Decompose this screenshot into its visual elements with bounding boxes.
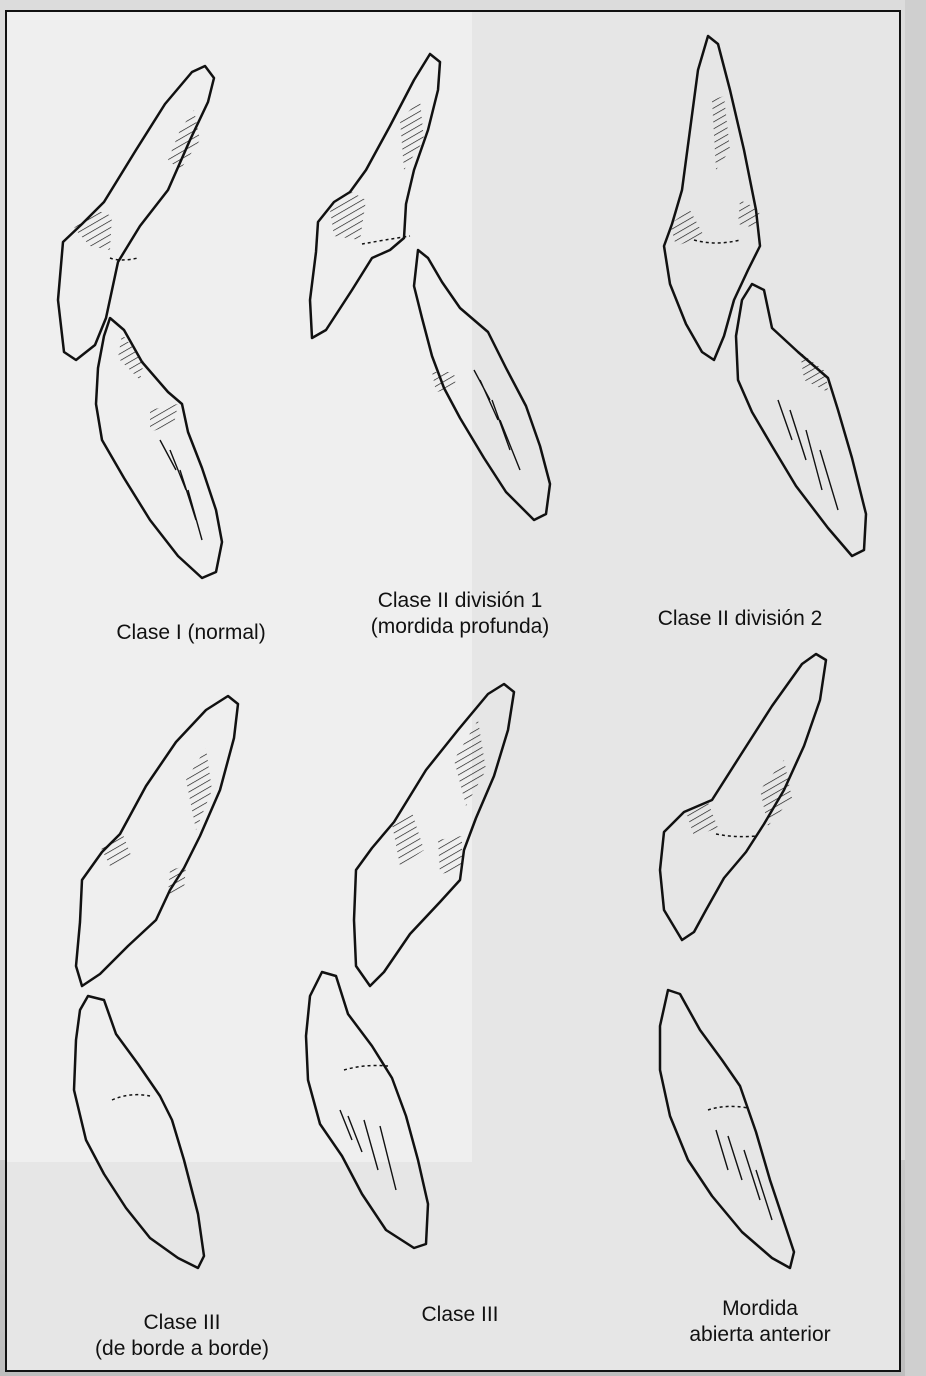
- upper-incisor-clase-iii: [354, 684, 514, 986]
- caption-mordida-abierta: Mordida abierta anterior: [660, 1296, 860, 1348]
- clase-iii-borde-drawing: [74, 696, 238, 1268]
- caption-clase-iii-borde: Clase III (de borde a borde): [72, 1310, 292, 1362]
- clase-i-drawing: [58, 66, 222, 578]
- clase-iii-drawing: [306, 684, 514, 1248]
- lower-incisor-mordida-abierta: [660, 990, 794, 1268]
- lower-incisor-clase-ii-div2: [736, 284, 866, 556]
- upper-incisor-clase-ii-div2: [664, 36, 760, 360]
- clase-ii-div2-drawing: [664, 36, 866, 556]
- upper-incisor-mordida-abierta: [660, 654, 826, 940]
- upper-incisor-clase-ii-div1: [310, 54, 440, 338]
- lower-incisor-clase-iii-borde: [74, 996, 204, 1268]
- caption-clase-ii-div1: Clase II división 1 (mordida profunda): [340, 588, 580, 640]
- clase-ii-div1-drawing: [310, 54, 550, 520]
- lower-incisor-clase-i: [96, 318, 222, 578]
- upper-incisor-clase-iii-borde: [76, 696, 238, 986]
- caption-clase-i: Clase I (normal): [96, 620, 286, 646]
- mordida-abierta-drawing: [660, 654, 826, 1268]
- lower-incisor-clase-iii: [306, 972, 428, 1248]
- caption-clase-iii: Clase III: [380, 1302, 540, 1328]
- caption-clase-ii-div2: Clase II división 2: [630, 606, 850, 632]
- upper-incisor-clase-i: [58, 66, 214, 360]
